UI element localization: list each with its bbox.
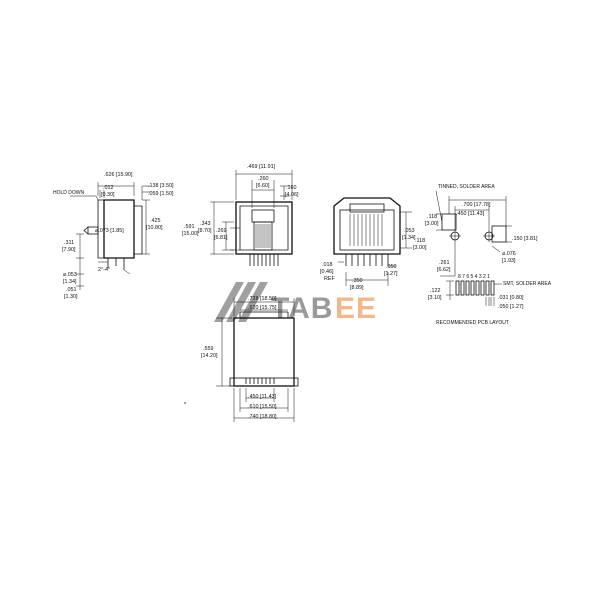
dim-pcb-450: .450 [11.43] xyxy=(456,211,485,217)
dim-rear-053: .053 xyxy=(404,228,415,234)
top-pin-row xyxy=(229,377,299,387)
rear-pins xyxy=(345,254,389,266)
dim-ref: REF xyxy=(324,276,335,282)
pcb-pin-numbers: 8 7 6 5 4 3 2 1 xyxy=(458,274,490,280)
side-body-outline xyxy=(103,199,135,259)
dim-pcb-118b: .118 xyxy=(415,238,425,244)
dim-343-mm: [8.70] xyxy=(198,228,212,234)
dim-269: .269 xyxy=(216,228,227,234)
dim-pcb-261-mm: [6.62] xyxy=(437,267,451,273)
dim-469: .469 [11.91] xyxy=(247,164,276,170)
dim-260: .260 xyxy=(258,176,269,182)
dim-059: .059 [1.50] xyxy=(148,191,174,197)
dim-018-mm: [0.46] xyxy=(320,269,334,275)
label-smt-solder-area: SMT, SOLDER AREA xyxy=(503,281,552,287)
dim-pcb-118a-mm: [3.00] xyxy=(425,221,439,227)
dim-610: .610 [15.50] xyxy=(248,404,277,410)
dim-350-mm: [8.89] xyxy=(350,285,364,291)
dim-rear-050-mm: [1.27] xyxy=(384,271,398,277)
dim-pcb-076: ⌀.076 xyxy=(502,251,516,257)
dim-559-mm: [14.20] xyxy=(201,353,218,359)
dim-051-mm: [1.30] xyxy=(64,294,78,300)
pcb-pad-left xyxy=(441,213,457,231)
dim-626: .626 [15.90] xyxy=(104,172,133,178)
dim-269-mm: [6.81] xyxy=(214,235,228,241)
dim-pcb-050: .050 [1.27] xyxy=(498,304,524,310)
dim-pcb-700: .700 [17.78] xyxy=(462,202,491,208)
dim-pcb-031: .031 [0.80] xyxy=(498,295,524,301)
top-view: .728 [18.50] .620 [15.75] .559 [14.20] .… xyxy=(184,296,299,422)
dim-pcb-122: .122 xyxy=(430,288,441,294)
side-view: .626 [15.90] .012 [0.30] .138 [3.50] .05… xyxy=(53,172,174,300)
rear-body-outline xyxy=(333,197,401,255)
dim-rear-053-mm: [1.34] xyxy=(402,235,416,241)
dim-620: .620 [15.75] xyxy=(248,305,277,311)
dim-rear-050: .050 xyxy=(386,264,397,270)
watermark-text-light: EE xyxy=(335,292,377,325)
label-hold-down: HOLD DOWN xyxy=(53,190,85,196)
dim-160: .160 xyxy=(286,185,297,191)
pcb-pad-right xyxy=(491,225,507,243)
dim-pcb-076-mm: [1.93] xyxy=(502,258,516,264)
dim-pcb-261: .261 xyxy=(439,260,450,266)
front-port-opening xyxy=(251,209,275,223)
dim-260-mm: [6.60] xyxy=(256,183,270,189)
dim-591: .591 xyxy=(184,224,195,230)
dim-051: .051 xyxy=(66,287,77,293)
side-latch xyxy=(134,205,143,255)
dim-pcb-118b-mm: [3.00] xyxy=(413,245,427,251)
dim-012-mm: [0.30] xyxy=(101,192,115,198)
dim-311-mm: [7.90] xyxy=(62,247,76,253)
rear-contacts xyxy=(349,214,383,246)
dim-053-mm: [1.34] xyxy=(63,279,77,285)
pcb-layout: TINNED, SOLDER AREA .700 [17.78] .450 [1… xyxy=(413,184,552,326)
dim-559: .559 xyxy=(203,346,214,352)
dim-350: .350 xyxy=(352,278,363,284)
dim-angle: 2°-4° xyxy=(98,267,110,273)
front-pins xyxy=(249,254,279,266)
front-contacts xyxy=(255,224,271,248)
pcb-smt-pads xyxy=(455,280,495,296)
dim-pcb-150: .150 [3.81] xyxy=(512,236,538,242)
dim-425: .425 xyxy=(150,218,161,224)
label-tinned-solder-area: TINNED, SOLDER AREA xyxy=(438,184,495,190)
dim-053: ⌀.053 xyxy=(63,272,77,278)
watermark-text-dark: TAB xyxy=(271,292,333,325)
dim-311: .311 xyxy=(64,240,74,246)
dim-591-mm: [15.00] xyxy=(182,231,199,237)
dim-pcb-122-mm: [3.10] xyxy=(428,295,442,301)
rear-view: .053 [1.34] .018 [0.46] REF .350 [8.89] … xyxy=(320,197,416,291)
side-pins xyxy=(107,258,125,270)
dim-pcb-118a: .118 xyxy=(427,214,437,220)
front-view: .469 [11.91] .260 [6.60] .160 [4.06] .59… xyxy=(182,164,299,266)
hold-down-post xyxy=(87,226,99,235)
dim-728: .728 [18.50] xyxy=(248,296,277,302)
dim-425-mm: [10.80] xyxy=(146,225,163,231)
pcb-layout-title: RECOMMENDED PCB LAYOUT xyxy=(436,320,509,326)
top-body-outline xyxy=(233,317,295,387)
rear-latch xyxy=(349,203,385,213)
dim-018: .018 xyxy=(322,262,333,268)
dim-top-450: .450 [11.43] xyxy=(248,394,277,400)
dim-740: .740 [18.80] xyxy=(248,414,277,420)
dim-138: .138 [3.50] xyxy=(148,183,174,189)
dim-343: .343 xyxy=(200,221,211,227)
top-pins xyxy=(245,378,275,384)
dim-012: .012 xyxy=(103,185,114,191)
dim-073: ⌀.073 [1.85] xyxy=(95,228,124,234)
dim-160-mm: [4.06] xyxy=(285,192,299,198)
